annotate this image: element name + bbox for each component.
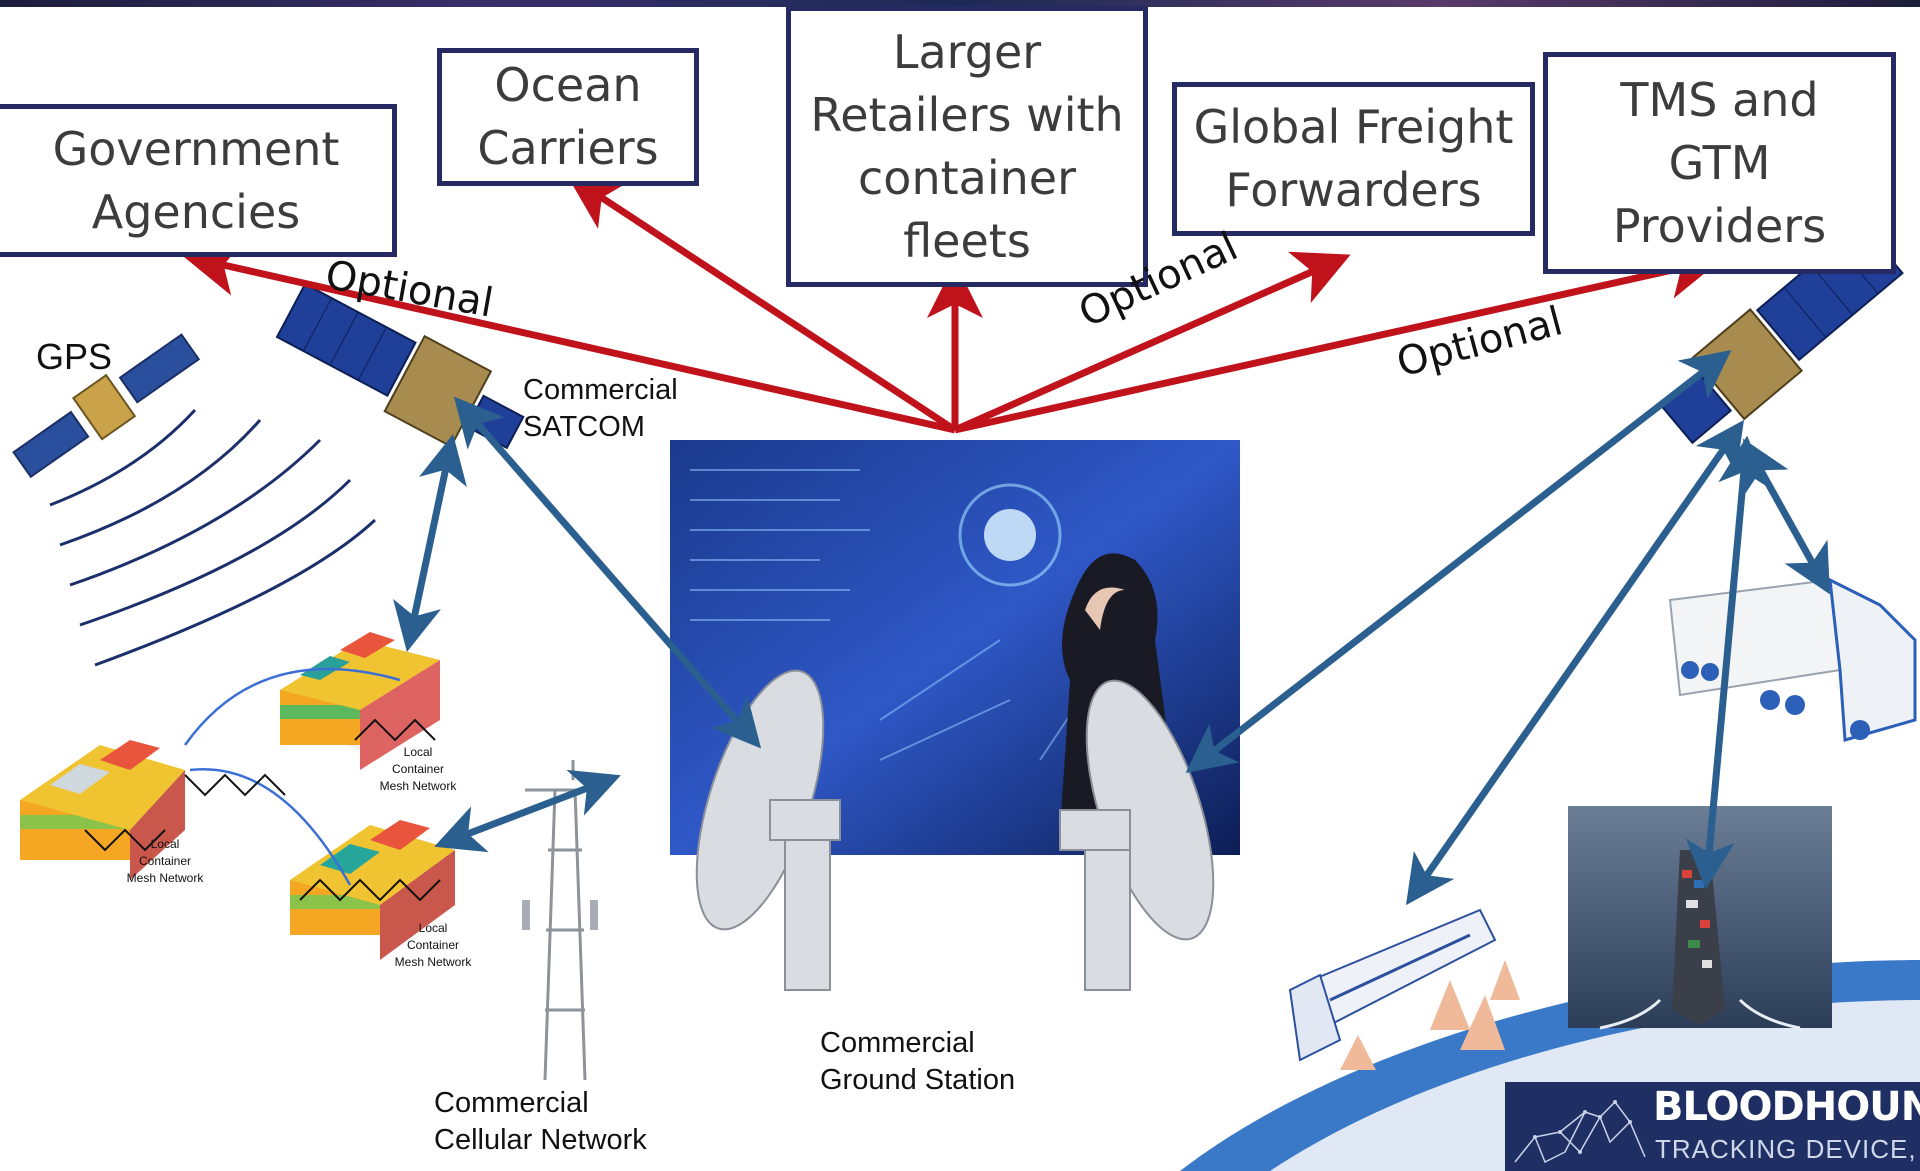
ocean-carriers-box: Ocean Carriers: [437, 48, 699, 186]
mesh-label-top: Local Container Mesh Network: [363, 744, 473, 795]
mesh-label-line: Container: [406, 938, 460, 952]
box-line: container: [858, 150, 1076, 205]
box-line: Government: [52, 121, 340, 176]
gps-label: GPS: [36, 336, 113, 377]
mesh-label-line: Local: [150, 837, 180, 851]
cellular-label-line: Commercial: [434, 1087, 589, 1119]
box-line: fleets: [903, 213, 1031, 268]
retailers-box: Larger Retailers with container fleets: [786, 6, 1148, 287]
tms-gtm-box: TMS and GTM Providers: [1543, 52, 1896, 274]
cellular-network-label: Commercial Cellular Network: [434, 1085, 647, 1159]
mesh-links-left-2: [84, 828, 166, 852]
satcom-label-line: Commercial: [523, 374, 678, 406]
mesh-links-top: [354, 718, 436, 742]
bloodhound-logo: BLOODHOUND TRACKING DEVICE, INC.: [1505, 1082, 1920, 1171]
logo-subtitle: TRACKING DEVICE, INC.: [1655, 1134, 1920, 1164]
satcom-label-line: SATCOM: [523, 411, 645, 443]
blue-arrow-satellite-truck: [1743, 438, 1830, 595]
mesh-label-line: Mesh Network: [126, 871, 204, 885]
mesh-label-line: Mesh Network: [379, 779, 457, 793]
ground-station-label-line: Commercial: [820, 1027, 975, 1059]
blue-arrow-satcom-containers: [393, 434, 467, 652]
red-arrow-government: [182, 240, 956, 434]
logo-name: BLOODHOUND: [1653, 1084, 1920, 1130]
mesh-label-line: Mesh Network: [394, 955, 472, 969]
box-line: Agencies: [91, 184, 301, 239]
blue-arrow-ground-satellite: [1185, 349, 1732, 774]
mesh-label-line: Local: [418, 921, 448, 935]
box-line: TMS and: [1620, 72, 1819, 127]
ground-station-label-line: Ground Station: [820, 1064, 1016, 1096]
box-line: Global Freight: [1193, 100, 1514, 154]
red-arrow-freight: [953, 251, 1351, 434]
cellular-label-line: Cellular Network: [434, 1124, 647, 1156]
government-agencies-box: Government Agencies: [0, 104, 397, 257]
container-stack-left: [20, 740, 185, 880]
box-line: Ocean: [494, 58, 642, 112]
blue-arrow-satcom-ground: [453, 396, 762, 749]
red-arrow-tms: [954, 243, 1723, 434]
mesh-label-line: Local: [403, 745, 433, 759]
hound-icon: [1514, 1100, 1646, 1164]
box-line: Larger: [892, 24, 1042, 79]
box-line: Carriers: [477, 121, 659, 175]
mesh-label-line: Container: [391, 762, 445, 776]
top-band: [0, 0, 1920, 7]
box-line: GTM: [1668, 135, 1771, 190]
box-line: Retailers with: [810, 87, 1124, 142]
blue-arrow-satellite-train: [1405, 419, 1745, 906]
box-line: Providers: [1612, 198, 1827, 253]
freight-forwarders-box: Global Freight Forwarders: [1172, 82, 1535, 236]
mesh-label-left: Local Container Mesh Network: [110, 836, 220, 887]
ground-station-label: Commercial Ground Station: [820, 1025, 1015, 1099]
mesh-links-bottom: [299, 878, 441, 902]
blue-arrow-satellite-ship: [1685, 435, 1768, 890]
container-stack-top: [280, 632, 440, 770]
container-stack-bottom: [290, 820, 455, 960]
satcom-label: Commercial SATCOM: [523, 372, 678, 446]
mesh-label-line: Container: [138, 854, 192, 868]
box-line: Forwarders: [1225, 163, 1482, 217]
red-arrow-ocean: [566, 174, 957, 433]
mesh-label-bottom: Local Container Mesh Network: [378, 920, 488, 971]
mesh-links-left: [184, 773, 286, 797]
blue-arrow-cell-containers: [434, 769, 621, 853]
